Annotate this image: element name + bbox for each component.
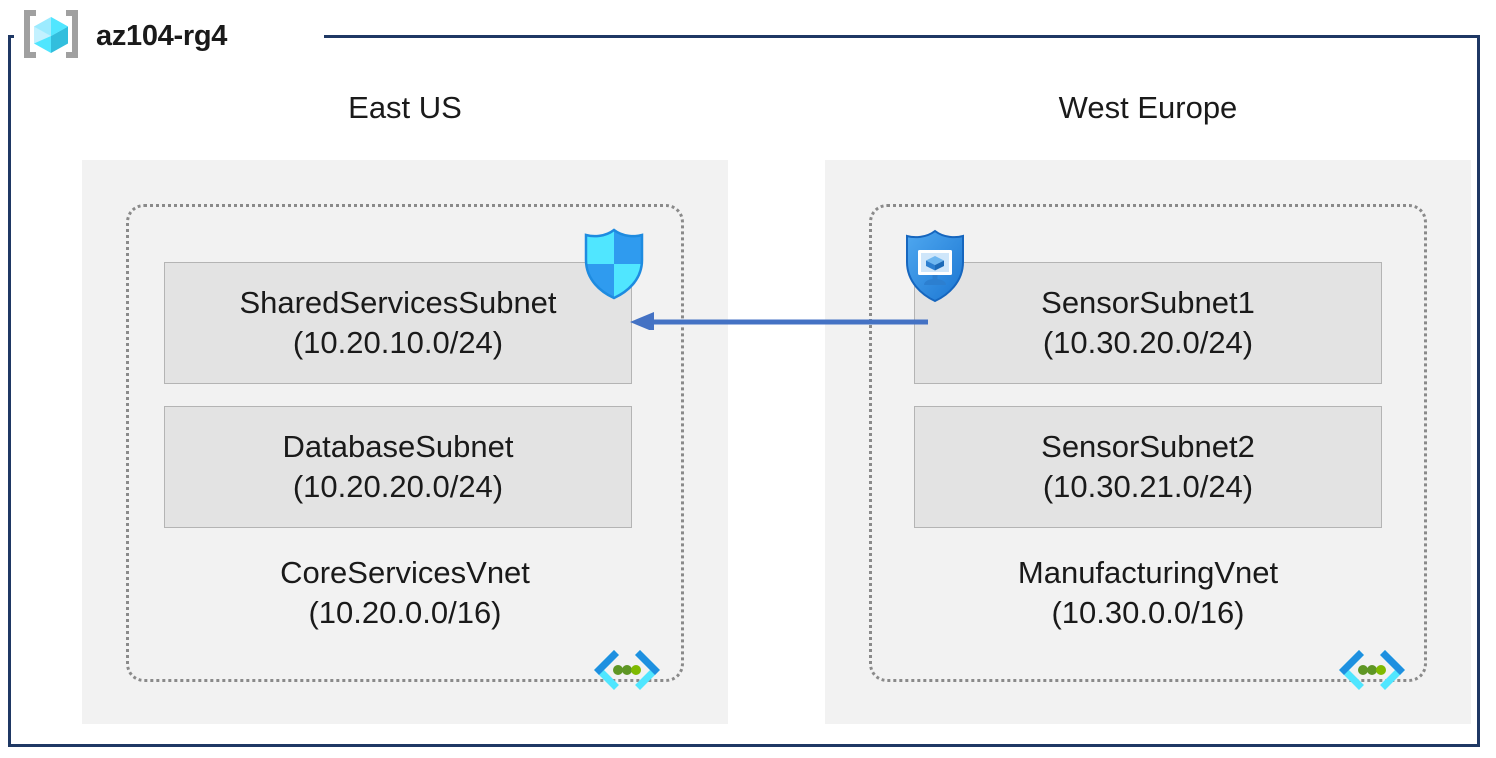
subnet-database[interactable]: DatabaseSubnet (10.20.20.0/24) — [164, 406, 632, 528]
subnet-name-sensor-1: SensorSubnet1 — [1041, 285, 1255, 320]
region-label-east-us: East US — [348, 90, 462, 125]
subnet-cidr-database: (10.20.20.0/24) — [292, 469, 504, 504]
vnet-cidr-manufacturing: (10.30.0.0/16) — [1051, 595, 1245, 630]
subnet-cidr-sensor-1: (10.30.20.0/24) — [1042, 325, 1254, 360]
subnet-shared-services[interactable]: SharedServicesSubnet (10.20.10.0/24) — [164, 262, 632, 384]
subnet-name-database: DatabaseSubnet — [282, 429, 514, 464]
subnet-cidr-sensor-2: (10.30.21.0/24) — [1042, 469, 1254, 504]
subnet-name-sensor-2: SensorSubnet2 — [1041, 429, 1255, 464]
subnet-sensor-1[interactable]: SensorSubnet1 (10.30.20.0/24) — [914, 262, 1382, 384]
virtual-network-icon-manufacturing[interactable] — [1337, 650, 1407, 695]
vnet-name-core-services: CoreServicesVnet — [280, 555, 530, 590]
bastion-shield-icon[interactable] — [899, 227, 971, 310]
subnet-cidr-shared-services: (10.20.10.0/24) — [292, 325, 504, 360]
region-east-us: East US — [82, 88, 728, 128]
network-security-group-icon[interactable] — [579, 226, 649, 307]
vnet-name-manufacturing: ManufacturingVnet — [1017, 555, 1279, 590]
vnet-manufacturing[interactable]: ManufacturingVnet (10.30.0.0/16) — [869, 204, 1427, 682]
resource-group-icon — [18, 7, 84, 66]
subnet-sensor-2[interactable]: SensorSubnet2 (10.30.21.0/24) — [914, 406, 1382, 528]
region-west-europe: West Europe — [825, 88, 1471, 128]
virtual-network-icon-core-services[interactable] — [592, 650, 662, 695]
resource-group-name: az104-rg4 — [96, 19, 228, 52]
subnet-name-shared-services: SharedServicesSubnet — [239, 285, 557, 320]
resource-group-header: az104-rg4 — [18, 9, 227, 63]
vnet-peering-arrow[interactable] — [628, 300, 928, 332]
resource-group-frame — [8, 35, 1480, 747]
region-label-west-europe: West Europe — [1058, 90, 1238, 125]
vnet-core-services[interactable]: CoreServicesVnet (10.20.0.0/16) — [126, 204, 684, 682]
vnet-cidr-core-services: (10.20.0.0/16) — [308, 595, 502, 630]
